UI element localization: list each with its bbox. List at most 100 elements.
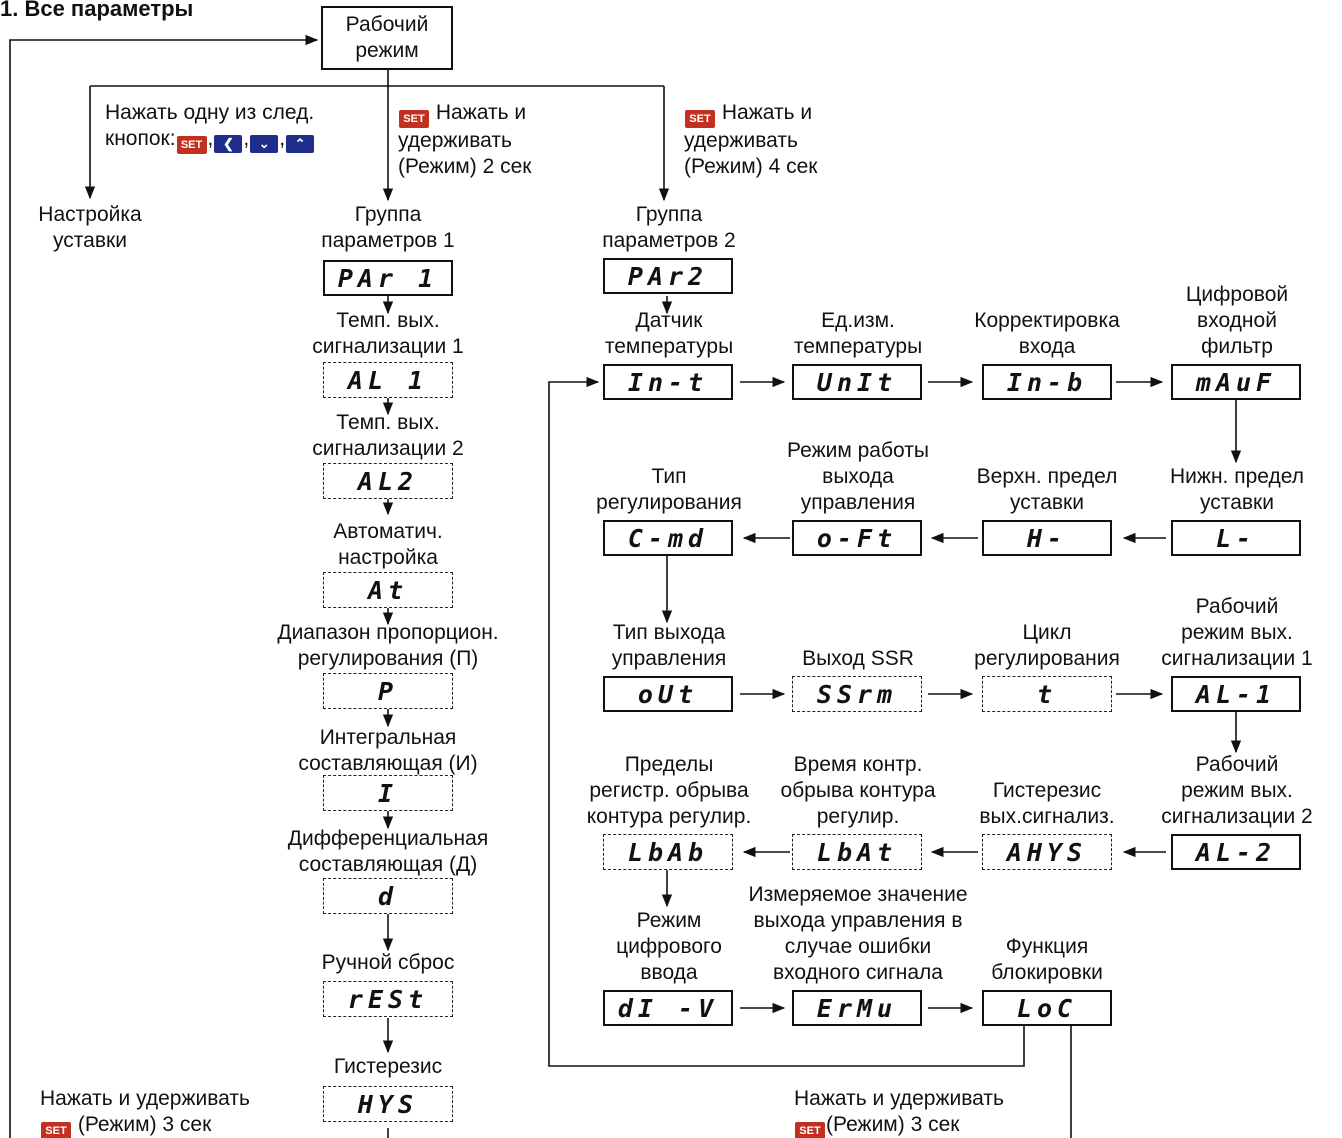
g2-label-line: блокировки: [991, 961, 1103, 984]
group2-loop-line: [548, 376, 1025, 1067]
hold2-instruction: SET Нажать и удерживать (Режим) 2 сек: [398, 100, 531, 180]
g2-output-mode-display: o-Ft: [792, 520, 922, 556]
g2-control-type-display: C-md: [603, 520, 733, 556]
g2-param-label: Режим цифрового ввода: [616, 908, 722, 986]
set-button-icon: SET: [795, 1122, 825, 1138]
g1-label-line: Интегральная: [319, 726, 457, 749]
g2-param-label: Рабочий режим вых. сигнализации 2: [1161, 752, 1312, 830]
hold4-line1: Нажать и: [721, 101, 813, 124]
g2-label-line: Датчик: [635, 309, 703, 332]
g2-label-line: Ед.изм.: [821, 309, 895, 332]
g1-label-line: Ручной сброс: [321, 951, 455, 974]
g2-label-line: Время контр.: [793, 753, 923, 776]
g1-alarm1-display: AL 1: [323, 362, 453, 398]
hold4-line3: (Режим) 4 сек: [684, 155, 818, 178]
hold4-instruction: SET Нажать и удерживать (Режим) 4 сек: [684, 100, 817, 180]
exit-right-line2: (Режим) 3 сек: [826, 1113, 960, 1136]
g2-label-line: сигнализации 2: [1161, 805, 1313, 828]
g2-label-line: регулирования: [596, 491, 742, 514]
g1-param-label: Автоматич. настройка: [333, 519, 443, 571]
g1-label-line: сигнализации 1: [312, 335, 464, 358]
g2-label-line: входной: [1197, 309, 1277, 332]
g1-label-line: сигнализации 2: [312, 437, 464, 460]
set-button-icon: SET: [41, 1122, 71, 1138]
g2-label-line: фильтр: [1201, 335, 1273, 358]
g2-label-line: управления: [800, 491, 916, 514]
g1-label-line: Диапазон пропорцион.: [277, 621, 499, 644]
branch-line: [90, 70, 664, 87]
group2-code-display: PAr2: [603, 258, 733, 294]
press-one-line1: Нажать одну из след.: [105, 101, 315, 124]
group2-title-line1: Группа: [635, 203, 703, 226]
hold2-line2: удерживать: [398, 129, 512, 152]
press-one-text: кнопок:: [105, 127, 176, 150]
g2-label-line: ввода: [640, 961, 698, 984]
g1-label-line: Гистерезис: [333, 1055, 443, 1078]
g2-input-bias-display: In-b: [982, 364, 1112, 400]
g2-param-label: Режим работы выхода управления: [787, 438, 929, 516]
g1-hysteresis-display: HYS: [323, 1086, 453, 1122]
g1-label-line: регулирования (П): [297, 647, 479, 670]
g2-alarm-hysteresis-display: AHYS: [982, 834, 1112, 870]
g2-param-label: Выход SSR: [802, 646, 914, 672]
g2-error-mv-display: ErMu: [792, 990, 922, 1026]
g1-param-label: Интегральная составляющая (И): [298, 725, 477, 777]
g2-param-label: Датчик температуры: [605, 308, 733, 360]
exit-left-line1: Нажать и удерживать: [40, 1087, 250, 1110]
g1-label-line: составляющая (Д): [298, 853, 478, 876]
group2-title-line2: параметров 2: [602, 229, 736, 252]
exit-left-line2: (Режим) 3 сек: [77, 1113, 212, 1136]
g2-label-line: Измеряемое значение: [748, 883, 968, 906]
group1-title-line1: Группа: [354, 203, 422, 226]
g2-label-line: температуры: [793, 335, 923, 358]
hold4-line2: удерживать: [684, 129, 798, 152]
g2-output-type-display: oUt: [603, 676, 733, 712]
g2-label-line: сигнализации 1: [1161, 647, 1313, 670]
g2-high-limit-display: H-: [982, 520, 1112, 556]
g2-param-label: Пределы регистр. обрыва контура регулир.: [587, 752, 752, 830]
g2-label-line: уставки: [1200, 491, 1274, 514]
g1-derivative-display: d: [323, 878, 453, 914]
g2-label-line: регулир.: [816, 805, 900, 828]
g1-param-label: Темп. вых. сигнализации 1: [312, 308, 463, 360]
g2-param-label: Рабочий режим вых. сигнализации 1: [1161, 594, 1312, 672]
chevron-left-icon: ❮: [214, 135, 243, 153]
g2-low-limit-display: L-: [1171, 520, 1301, 556]
return-loop-line: [9, 34, 319, 1138]
g2-label-line: Цикл: [1022, 621, 1072, 644]
exit-instruction-right: Нажать и удерживать SET(Режим) 3 сек: [794, 1086, 1004, 1138]
g2-label-line: режим вых.: [1181, 779, 1293, 802]
g2-label-line: Цифровой: [1185, 283, 1289, 306]
g2-param-label: Цикл регулирования: [974, 620, 1120, 672]
g2-label-line: Тип: [651, 465, 687, 488]
set-button-icon: SET: [399, 110, 429, 128]
g2-param-label: Гистерезис вых.сигнализ.: [979, 778, 1114, 830]
g2-cycle-display: t: [982, 676, 1112, 712]
g2-param-label: Ед.изм. температуры: [794, 308, 922, 360]
g2-label-line: Гистерезис: [992, 779, 1102, 802]
g2-alarm1-mode-display: AL-1: [1171, 676, 1301, 712]
g2-label-line: Рабочий: [1195, 595, 1279, 618]
g2-label-line: режим вых.: [1181, 621, 1293, 644]
g2-label-line: вых.сигнализ.: [979, 805, 1115, 828]
g2-label-line: Тип выхода: [612, 621, 726, 644]
g1-label-line: настройка: [338, 546, 438, 569]
set-button-icon: SET: [176, 136, 207, 154]
g1-param-label: Гистерезис: [334, 1054, 442, 1080]
g2-lock-display: LoC: [982, 990, 1112, 1026]
g2-ssr-display: SSrm: [792, 676, 922, 712]
setpoint-line2: уставки: [53, 229, 127, 252]
g2-param-label: Нижн. предел уставки: [1170, 464, 1304, 516]
g1-autotune-display: At: [323, 572, 453, 608]
group1-code-display: PAr 1: [323, 260, 453, 296]
hold2-line3: (Режим) 2 сек: [398, 155, 532, 178]
setpoint-line1: Настройка: [38, 203, 142, 226]
g2-label-line: обрыва контура: [780, 779, 936, 802]
g1-param-label: Ручной сброс: [322, 950, 455, 976]
g1-alarm2-display: AL2: [323, 463, 453, 499]
g2-label-line: цифрового: [616, 935, 722, 958]
g2-digital-input-display: dI -V: [603, 990, 733, 1026]
run-mode-line2: режим: [355, 39, 419, 62]
g2-loop-break-band-display: LbAb: [603, 834, 733, 870]
